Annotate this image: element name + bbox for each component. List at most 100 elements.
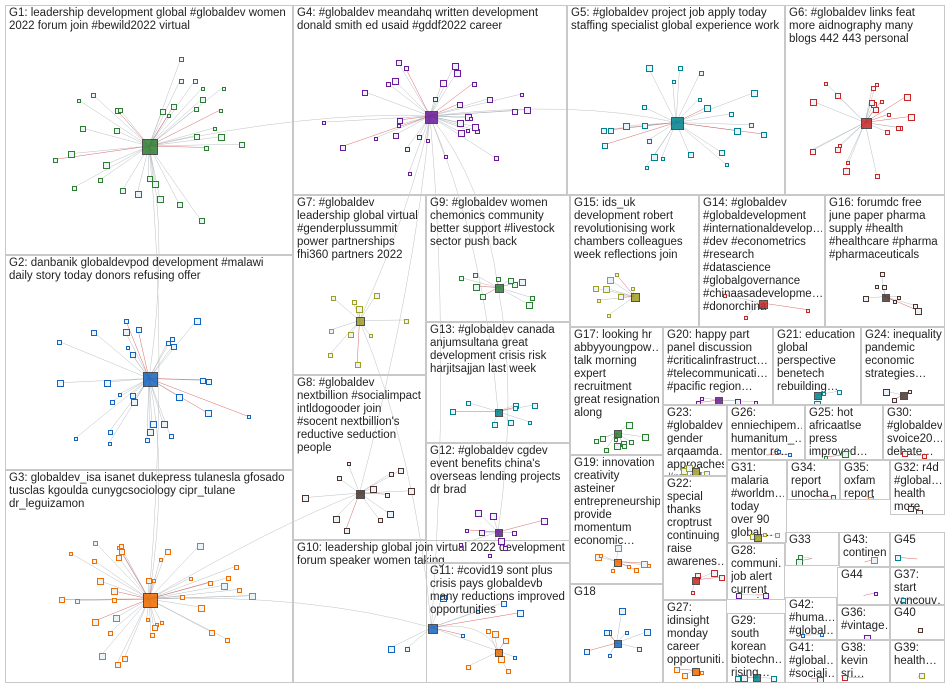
cluster-g39: G39: health… (890, 640, 945, 683)
vertex-node (719, 150, 726, 157)
vertex-node (842, 168, 850, 176)
hub-node (758, 299, 768, 309)
vertex-node (519, 93, 524, 98)
vertex-node (180, 594, 186, 600)
vertex-node (628, 439, 634, 445)
vertex-node (321, 121, 326, 126)
edge (148, 598, 211, 632)
cluster-g36: G36: #vintage… (837, 605, 890, 640)
vertex-node (644, 629, 652, 637)
edge (106, 378, 150, 383)
edge (597, 296, 635, 301)
cluster-label: G12: #globaldev cgdev event benefits chi… (430, 445, 561, 496)
vertex-node (194, 106, 200, 112)
inter-cluster-edge (148, 378, 160, 600)
hub-node (754, 534, 762, 542)
hub-node (495, 649, 503, 657)
inter-cluster-edge (148, 145, 160, 600)
hub-node (494, 284, 504, 293)
edge (429, 109, 527, 117)
cluster-g18: G18 (570, 584, 663, 683)
edge (586, 642, 617, 652)
cluster-label: G4: #globaldev meandahq written developm… (297, 7, 539, 32)
vertex-node (145, 618, 150, 623)
edge (604, 122, 677, 146)
inter-cluster-edge (429, 115, 499, 412)
vertex-node (425, 139, 430, 144)
vertex-node (377, 517, 383, 523)
inter-cluster-edge (429, 115, 441, 628)
cluster-g45: G45 (890, 532, 945, 567)
cluster-g28: G28: communi… job alert current openings… (727, 543, 785, 600)
vertex-node (301, 495, 309, 503)
cluster-label: G42: #huma… #global… (789, 599, 834, 637)
vertex-node (220, 582, 228, 590)
edge (77, 99, 150, 147)
vertex-node (496, 277, 502, 283)
cluster-label: G10: leadership global join virtual 2022… (297, 542, 565, 567)
vertex-node (113, 615, 121, 623)
vertex-node (699, 396, 704, 401)
vertex-node (91, 618, 99, 626)
vertex-node (602, 142, 609, 149)
vertex-node (835, 147, 842, 154)
vertex-node (893, 300, 898, 305)
vertex-node (122, 656, 129, 663)
cluster-label: G26: enniechipem… humanitum_… mentor re… (731, 407, 802, 458)
vertex-node (433, 97, 439, 103)
vertex-node (221, 86, 226, 91)
vertex-node (120, 188, 127, 195)
vertex-node (671, 79, 676, 84)
vertex-node (527, 420, 532, 425)
hub-node (356, 489, 365, 499)
vertex-node (373, 137, 378, 142)
edge (813, 494, 833, 498)
vertex-node (403, 318, 409, 324)
vertex-node (824, 455, 829, 459)
vertex-node (129, 392, 136, 399)
vertex-node (466, 128, 471, 133)
vertex-node (198, 217, 205, 224)
vertex-node (633, 568, 639, 574)
vertex-node (584, 649, 591, 656)
vertex-node (810, 98, 818, 106)
hub-node (142, 372, 158, 387)
cluster-label: G21: education global perspective benete… (777, 329, 856, 393)
cluster-label: G23: #globaldev gender arqaamda… approac… (667, 407, 724, 475)
edge (148, 145, 206, 148)
vertex-node (870, 556, 878, 564)
vertex-node (466, 664, 472, 670)
edge (69, 552, 150, 600)
vertex-node (456, 101, 463, 108)
vertex-node (52, 158, 58, 164)
cluster-g3: G3: globaldev_isa isanet dukepress tulan… (5, 470, 293, 683)
cluster-label: G45 (894, 534, 916, 546)
vertex-node (600, 436, 607, 443)
vertex-node (892, 397, 898, 403)
vertex-node (640, 560, 648, 568)
vertex-node (770, 676, 777, 682)
cluster-g25: G25: hot africaatlse press improved… (805, 405, 883, 460)
edge (374, 115, 431, 139)
hub-node (495, 529, 503, 537)
vertex-node (604, 629, 611, 636)
edge (625, 122, 677, 127)
vertex-node (80, 126, 87, 133)
vertex-node (343, 528, 350, 535)
vertex-node (681, 673, 688, 680)
vertex-node (868, 496, 875, 499)
vertex-node (507, 277, 514, 284)
cluster-g29: G29: south korean biotechn… rising… (727, 613, 785, 683)
vertex-node (687, 152, 694, 159)
vertex-node (511, 530, 517, 536)
vertex-node (800, 633, 805, 638)
edge (431, 597, 443, 628)
inter-cluster-edge (497, 287, 509, 533)
vertex-node (168, 433, 174, 439)
vertex-node (397, 118, 404, 125)
vertex-node (164, 548, 171, 555)
vertex-node (356, 305, 364, 313)
edge (429, 72, 457, 117)
cluster-g22: G22: special thanks croptrust continuing… (663, 476, 727, 600)
vertex-node (160, 421, 168, 429)
